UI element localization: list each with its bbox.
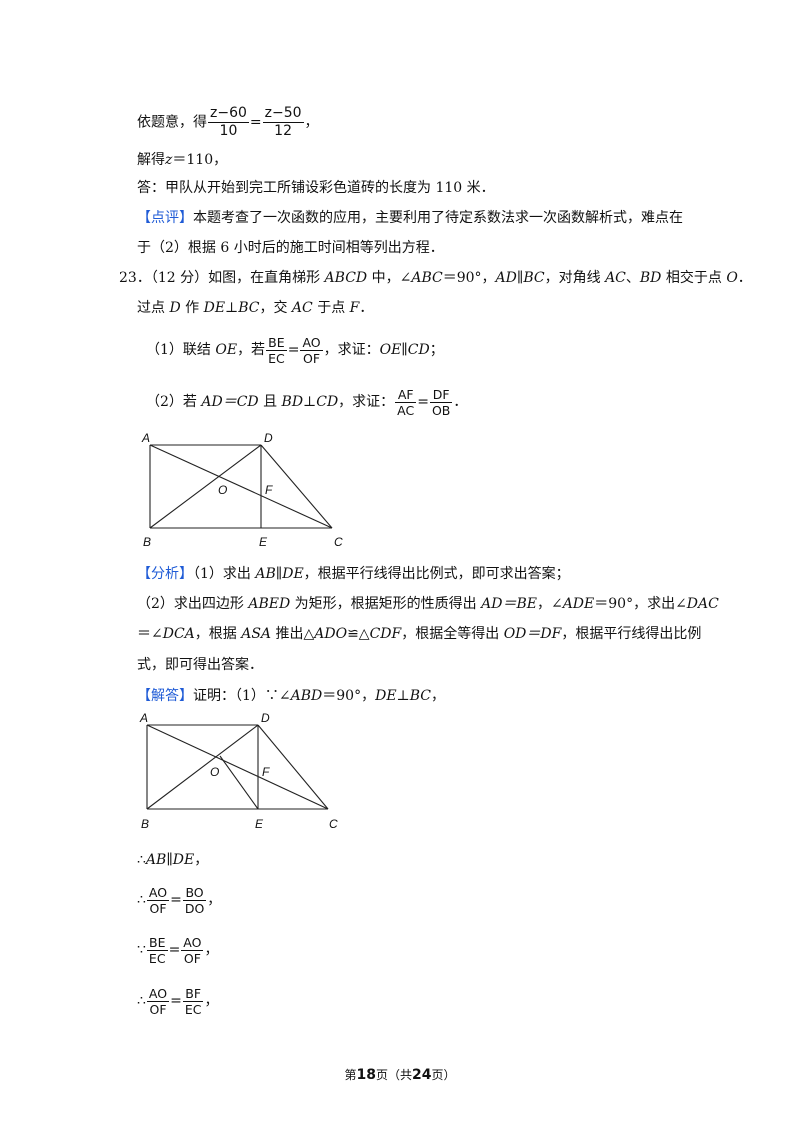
label-B: B	[141, 817, 149, 831]
label-B: B	[143, 535, 151, 549]
label-O: O	[210, 765, 219, 779]
label-F: F	[265, 483, 273, 497]
question-23-stem-2: 过点 D 作 DE⊥BC，交 AC 于点 F．	[137, 300, 374, 316]
label-C: C	[329, 817, 338, 831]
page-footer: 第18页（共24页）	[344, 1067, 456, 1083]
geometry-figure-2: A D O F B E C	[139, 711, 338, 831]
solve-line: 解得z＝110，	[137, 152, 228, 168]
label-E: E	[259, 535, 268, 549]
answer-line: 答：甲队从开始到完工所铺设彩色道砖的长度为 110 米．	[137, 180, 495, 196]
analysis-line-1: 【分析】（1）求出 AB∥DE，根据平行线得出比例式，即可求出答案；	[137, 566, 570, 582]
label-A: A	[139, 711, 148, 725]
solution-line-1: 【解答】证明：（1）∵∠ABD＝90°，DE⊥BC，	[137, 688, 445, 704]
question-23-stem: 23．（12 分）如图，在直角梯形 ABCD 中，∠ABC＝90°，AD∥BC，…	[119, 270, 752, 286]
label-A: A	[141, 431, 150, 445]
label-D: D	[261, 711, 270, 725]
label-D: D	[264, 431, 273, 445]
analysis-line-3: ＝∠DCA，根据 ASA 推出△ADO≌△CDF，根据全等得出 OD＝DF，根据…	[137, 626, 702, 642]
analysis-line-2: （2）求出四边形 ABED 为矩形，根据矩形的性质得出 AD＝BE，∠ADE＝9…	[137, 596, 719, 612]
geometry-figure-1: A D O F B E C	[141, 431, 343, 549]
solution-line-2: ∴AB∥DE，	[137, 852, 209, 868]
analysis-line-4: 式，即可得出答案．	[137, 657, 263, 673]
label-F: F	[262, 765, 270, 779]
label-E: E	[255, 817, 264, 831]
page-total: 24	[412, 1067, 432, 1083]
analysis-tag: 【分析】	[137, 566, 193, 582]
comment-line: 【点评】本题考查了一次函数的应用，主要利用了待定系数法求一次函数解析式，难点在	[137, 210, 683, 226]
comment-tag: 【点评】	[137, 210, 193, 226]
page-number: 18	[356, 1067, 376, 1083]
comment-line-2: 于（2）根据 6 小时后的施工时间相等列出方程．	[137, 240, 444, 256]
label-O: O	[218, 483, 227, 497]
label-C: C	[334, 535, 343, 549]
solution-tag: 【解答】	[137, 688, 193, 704]
